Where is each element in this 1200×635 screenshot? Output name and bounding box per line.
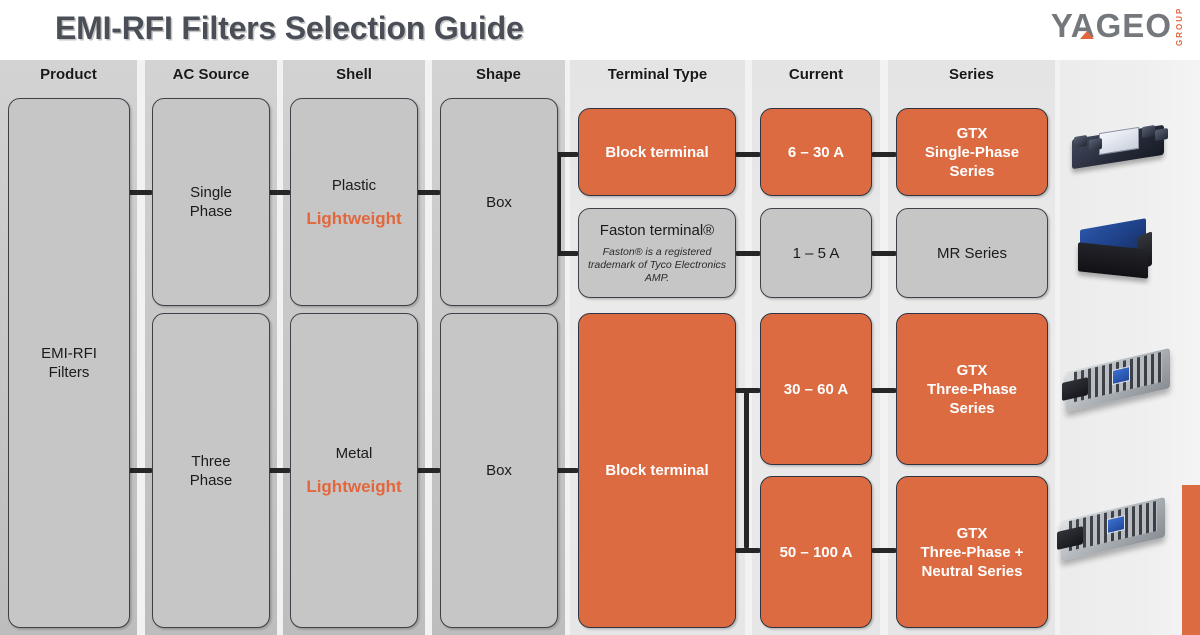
node-line: Series bbox=[949, 162, 995, 180]
node-block-terminal-bottom[interactable]: Block terminal bbox=[578, 313, 736, 628]
connector-block-terminal-to-50-100a bbox=[736, 548, 760, 553]
column-header-shell: Shell bbox=[336, 65, 372, 83]
node-gtx-single-phase-series[interactable]: GTX Single-Phase Series bbox=[896, 108, 1048, 196]
node-line: Phase bbox=[189, 203, 233, 220]
node-line: Series bbox=[949, 399, 995, 417]
node-line: MR Series bbox=[936, 244, 1007, 262]
node-line: Three-Phase + bbox=[920, 543, 1024, 561]
node-line: Neutral Series bbox=[921, 562, 1023, 580]
connector-30-60a-to-gtx-three-phase bbox=[872, 388, 896, 393]
node-gtx-three-phase-series[interactable]: GTX Three-Phase Series bbox=[896, 313, 1048, 465]
node-trademark-note: Faston® is a registered trademark of Tyc… bbox=[587, 246, 727, 284]
connector-metal-to-box-bottom bbox=[416, 468, 440, 473]
node-gtx-three-phase-neutral-series[interactable]: GTX Three-Phase + Neutral Series bbox=[896, 476, 1048, 628]
node-line: Faston terminal® bbox=[599, 222, 715, 239]
node-line: GTX bbox=[956, 361, 988, 379]
connector-block-terminal-to-6-30a bbox=[736, 152, 760, 157]
column-header-product: Product bbox=[40, 65, 97, 83]
node-line: Filters bbox=[48, 364, 90, 381]
node-accent-label: Lightweight bbox=[306, 208, 402, 228]
logo-triangle-icon bbox=[1079, 31, 1094, 39]
node-current-30-60a[interactable]: 30 – 60 A bbox=[760, 313, 872, 465]
connector-1-5a-to-mr-series bbox=[872, 251, 896, 256]
connector-product-to-single-phase bbox=[128, 190, 152, 195]
node-line: GTX bbox=[956, 524, 988, 542]
column-header-series: Series bbox=[948, 65, 995, 83]
node-line: 30 – 60 A bbox=[783, 380, 849, 398]
node-current-50-100a[interactable]: 50 – 100 A bbox=[760, 476, 872, 628]
connector-box-top-to-faston-terminal bbox=[556, 251, 578, 256]
node-line: EMI-RFI bbox=[41, 345, 97, 362]
right-edge-accent-bar bbox=[1182, 485, 1200, 635]
node-single-phase[interactable]: Single Phase bbox=[152, 98, 270, 306]
node-line: Box bbox=[486, 462, 512, 479]
connector-plastic-to-box-top bbox=[416, 190, 440, 195]
title-bar: EMI-RFI Filters Selection Guide YAGEO GR… bbox=[0, 0, 1200, 60]
node-shape-box-bottom[interactable]: Box bbox=[440, 313, 558, 628]
node-line: Single-Phase bbox=[924, 143, 1020, 161]
node-plastic-shell[interactable]: Plastic Lightweight bbox=[290, 98, 418, 306]
connector-block-terminal-to-30-60a bbox=[736, 388, 760, 393]
connector-single-phase-to-plastic bbox=[268, 190, 290, 195]
node-line: Metal bbox=[335, 445, 373, 462]
node-line: Plastic bbox=[331, 176, 377, 194]
connector-50-100a-to-gtx-three-phase-neutral bbox=[872, 548, 896, 553]
node-metal-shell[interactable]: Metal Lightweight bbox=[290, 313, 418, 628]
node-emi-rfi-filters[interactable]: EMI-RFI Filters bbox=[8, 98, 130, 628]
node-current-1-5a[interactable]: 1 – 5 A bbox=[760, 208, 872, 298]
column-header-shape: Shape bbox=[475, 65, 521, 83]
node-line: Block terminal bbox=[605, 143, 709, 161]
logo-wordmark: YAGEO bbox=[1050, 7, 1172, 44]
node-mr-series[interactable]: MR Series bbox=[896, 208, 1048, 298]
node-three-phase[interactable]: Three Phase bbox=[152, 313, 270, 628]
logo-group-text: GROUP bbox=[1175, 6, 1184, 46]
mr-series-module-photo bbox=[1072, 218, 1158, 282]
diagram-band: Product AC Source Shell Shape Terminal T… bbox=[0, 60, 1200, 635]
yageo-logo: YAGEO GROUP bbox=[1050, 6, 1184, 51]
node-line: Box bbox=[486, 193, 512, 211]
connector-block-terminal-branch-vertical bbox=[744, 388, 749, 548]
node-line: GTX bbox=[956, 124, 988, 142]
three-phase-filter-photo bbox=[1060, 347, 1178, 420]
page-title: EMI-RFI Filters Selection Guide bbox=[55, 10, 524, 46]
node-line: Single bbox=[190, 184, 232, 201]
connector-box-top-to-block-terminal bbox=[556, 152, 578, 157]
node-line: Three bbox=[191, 452, 231, 470]
connector-faston-to-1-5a bbox=[736, 251, 760, 256]
column-header-ac-source: AC Source bbox=[172, 65, 250, 83]
connector-product-to-three-phase bbox=[128, 468, 152, 473]
node-line: 6 – 30 A bbox=[787, 143, 845, 161]
connector-box-top-branch-vertical bbox=[556, 152, 561, 256]
node-block-terminal-top[interactable]: Block terminal bbox=[578, 108, 736, 196]
node-current-6-30a[interactable]: 6 – 30 A bbox=[760, 108, 872, 196]
node-line: 50 – 100 A bbox=[779, 543, 853, 561]
single-phase-block-filter-photo bbox=[1068, 122, 1168, 174]
connector-6-30a-to-gtx-single-phase bbox=[872, 152, 896, 157]
node-line: Block terminal bbox=[605, 462, 709, 479]
connector-three-phase-to-metal bbox=[268, 468, 290, 473]
node-faston-terminal[interactable]: Faston terminal® Faston® is a registered… bbox=[578, 208, 736, 298]
node-line: Three-Phase bbox=[926, 380, 1018, 398]
three-phase-neutral-filter-photo bbox=[1055, 496, 1173, 569]
node-accent-label: Lightweight bbox=[306, 477, 402, 496]
node-line: Phase bbox=[189, 471, 233, 489]
column-header-current: Current bbox=[788, 65, 844, 83]
connector-box-bottom-to-block-terminal bbox=[556, 468, 578, 473]
column-header-terminal-type: Terminal Type bbox=[607, 65, 708, 83]
node-shape-box-top[interactable]: Box bbox=[440, 98, 558, 306]
node-line: 1 – 5 A bbox=[792, 244, 840, 262]
